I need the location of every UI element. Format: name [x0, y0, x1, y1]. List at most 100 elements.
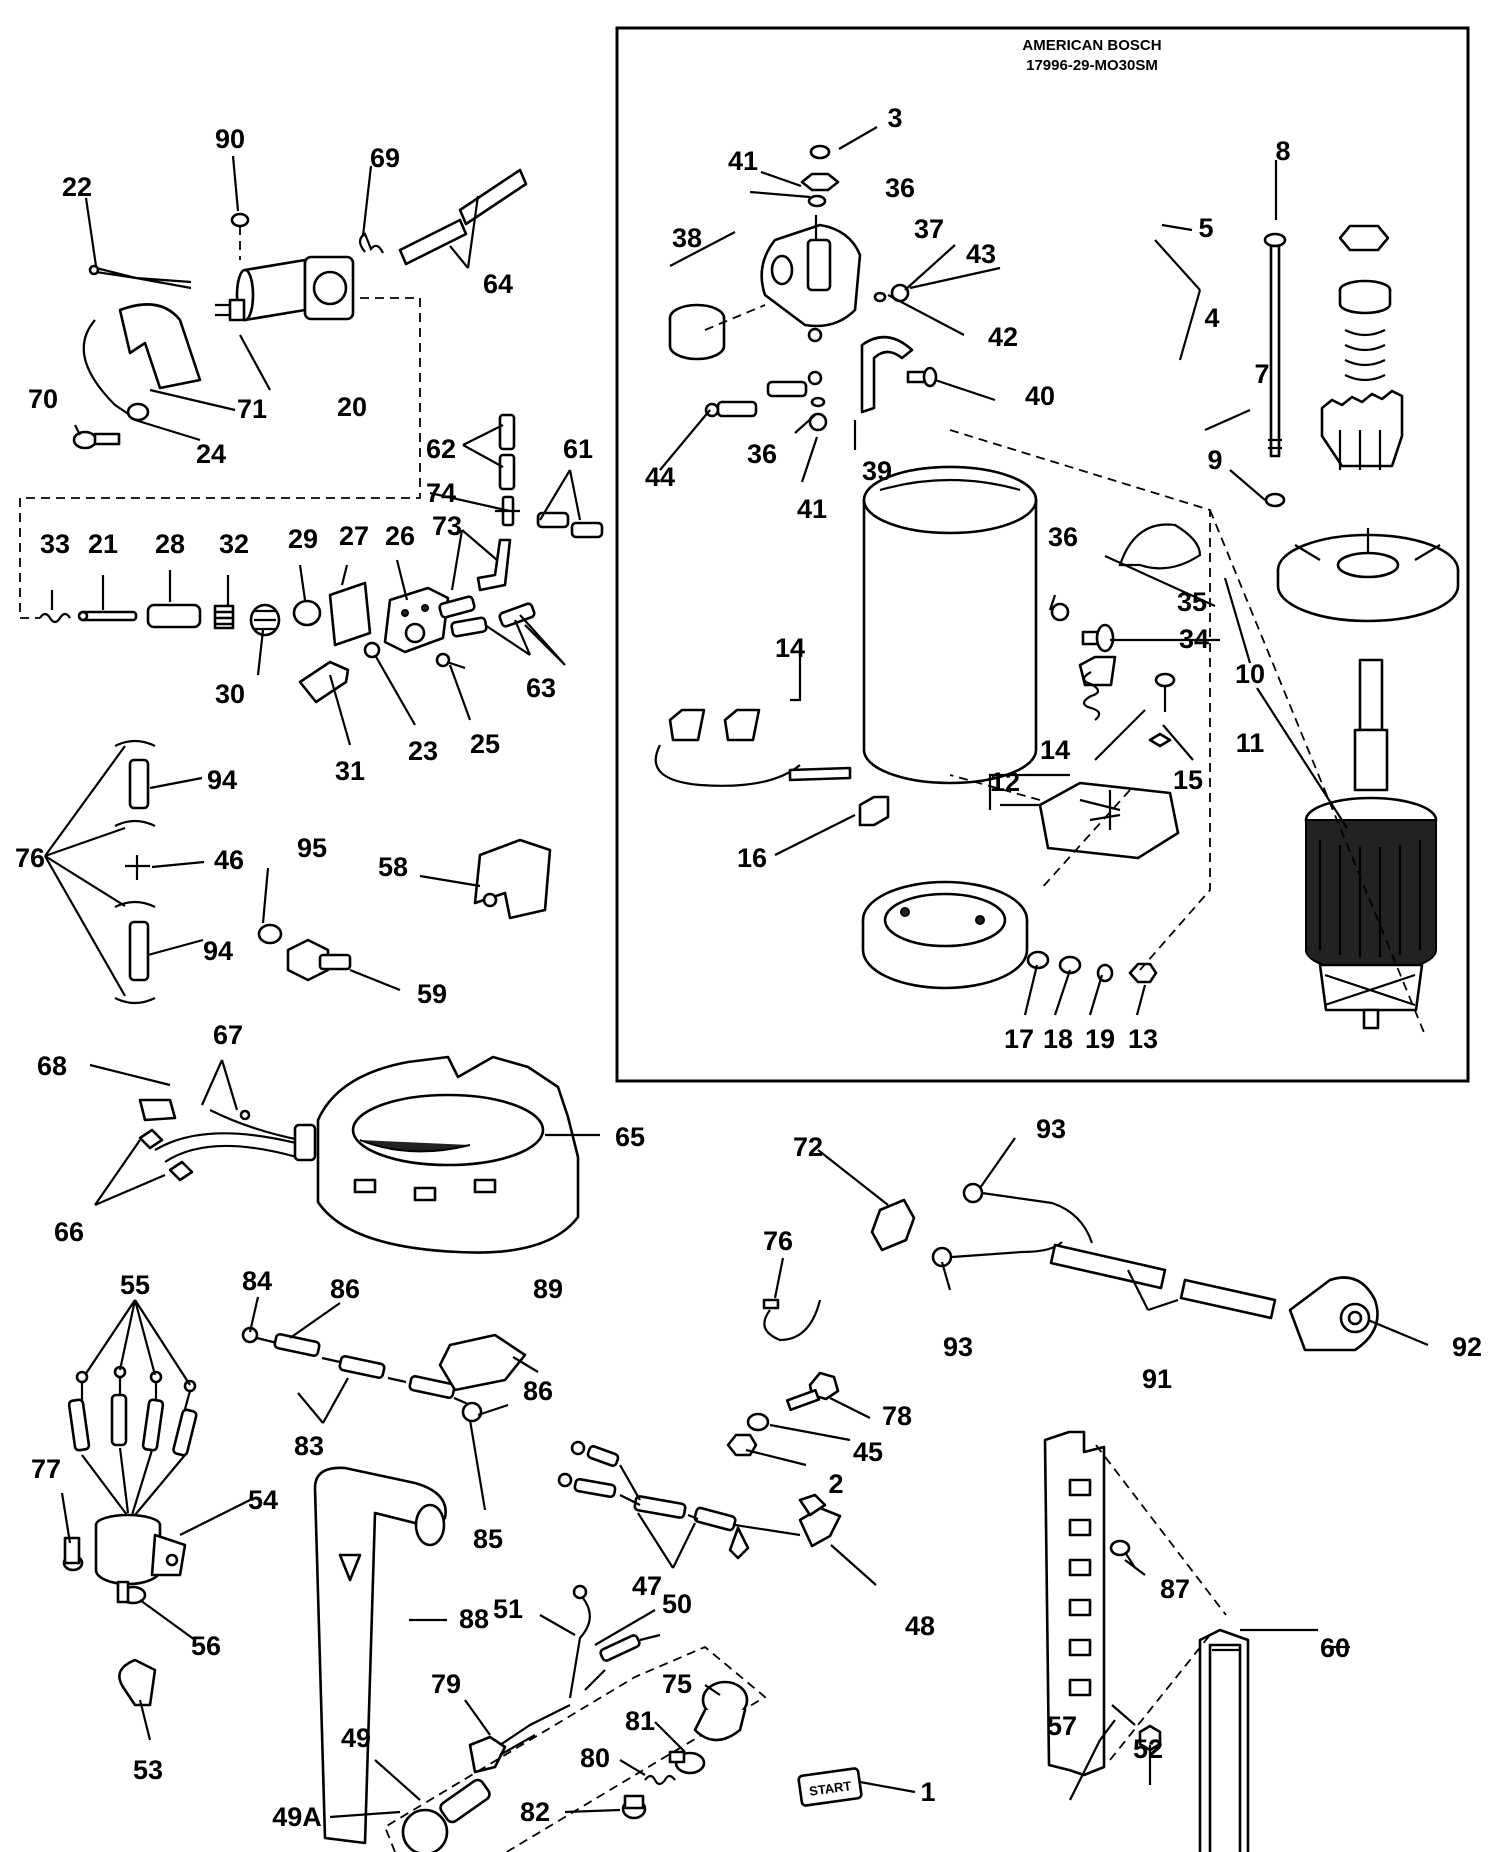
callout-62: 62: [426, 434, 456, 464]
callout-24: 24: [196, 439, 226, 469]
callout-34: 34: [1179, 624, 1209, 654]
part-16-clip: [858, 795, 890, 827]
callout-66: 66: [54, 1217, 84, 1247]
part-80-spring: [644, 1774, 676, 1786]
part-26-valve-body: [383, 586, 450, 654]
callout-63: 63: [526, 673, 556, 703]
part-39-bracket: [860, 335, 914, 414]
callout-26: 26: [385, 521, 415, 551]
callout-46: 46: [214, 845, 244, 875]
part-13-nut: [1128, 962, 1158, 984]
part-94-sleeve-bottom: [128, 920, 150, 982]
callout-89: 89: [533, 1274, 563, 1304]
part-63-hose-left: [450, 616, 488, 638]
part-76-strap-1: [114, 739, 156, 747]
part-90-screw: [230, 212, 250, 228]
starter-model-number: 17996-29-MO30SM: [1026, 57, 1158, 74]
callout-14-left: 14: [775, 633, 805, 663]
part-63-hose-right: [498, 602, 536, 628]
part-85-ring-terminal: [461, 1401, 483, 1423]
part-67-terminal: [239, 1109, 251, 1121]
callout-20: 20: [337, 392, 367, 422]
part-15-brush-screw: [1148, 672, 1176, 748]
callout-94-top: 94: [207, 765, 237, 795]
callout-11: 11: [1236, 728, 1265, 758]
callout-14-right: 14: [1040, 735, 1070, 765]
part-36-washer-top: [807, 194, 827, 208]
part-82-screw: [621, 1794, 647, 1820]
part-59-fitting: [286, 938, 352, 982]
part-76-strap-4: [114, 997, 156, 1005]
callout-10: 10: [1235, 659, 1265, 689]
callout-84: 84: [242, 1266, 272, 1296]
part-76-strap-3: [114, 900, 156, 908]
callout-77: 77: [31, 1454, 61, 1484]
callout-56: 56: [191, 1631, 221, 1661]
part-62-fitting-bottom: [498, 453, 516, 491]
part-40-screw: [906, 366, 938, 388]
part-32-filter: [213, 604, 235, 630]
callout-49: 49: [341, 1723, 371, 1753]
part-88-control-handle: [313, 1466, 447, 1845]
stator-wire-harness: [138, 1098, 317, 1182]
callout-67: 67: [213, 1020, 243, 1050]
part-14-brush-assembly-left: [654, 708, 852, 787]
part-61-sleeve-right: [570, 521, 604, 539]
part-83-lead-harness: [241, 1326, 483, 1423]
callout-78: 78: [882, 1401, 912, 1431]
callout-59: 59: [417, 979, 447, 1009]
part-29-disc: [292, 599, 322, 627]
callout-40: 40: [1025, 381, 1055, 411]
callout-85: 85: [473, 1524, 503, 1554]
callout-27: 27: [339, 521, 369, 551]
callout-90: 90: [215, 124, 245, 154]
callout-7: 7: [1254, 359, 1269, 389]
callout-25: 25: [470, 729, 500, 759]
callout-labels: 3 41 36 37 38 43 42 40 36 39 44 41 8 5 4…: [15, 103, 1482, 1832]
part-8-thru-bolt: [1263, 232, 1287, 458]
callout-31: 31: [335, 756, 365, 786]
callout-92: 92: [1452, 1332, 1482, 1362]
callout-82: 82: [520, 1797, 550, 1827]
part-76-strap-2: [114, 819, 156, 827]
part-56-screw: [116, 1580, 147, 1605]
part-36-washer-side: [1050, 602, 1070, 622]
starter-brand-title: AMERICAN BOSCH: [1022, 37, 1161, 54]
part-14-brush-assembly-right: [1078, 655, 1117, 721]
part-57-terminal-block: [1043, 1430, 1106, 1777]
callout-30: 30: [215, 679, 245, 709]
callout-17: 17: [1004, 1024, 1034, 1054]
starter-frame-housing: [862, 465, 1038, 785]
part-55-leads: [67, 1365, 198, 1516]
callout-8: 8: [1275, 136, 1290, 166]
callout-36-mid: 36: [747, 439, 777, 469]
callout-41-lower: 41: [797, 494, 827, 524]
part-72-nut: [870, 1198, 916, 1252]
callout-58: 58: [378, 852, 408, 882]
part-1-start-button: START: [797, 1767, 863, 1807]
callout-3: 3: [887, 103, 902, 133]
callout-4: 4: [1204, 303, 1219, 333]
callout-57: 57: [1047, 1711, 1077, 1741]
part-25-screw: [435, 652, 466, 670]
callout-45: 45: [853, 1437, 883, 1467]
callout-53: 53: [133, 1755, 163, 1785]
part-34-terminal-screw: [1081, 623, 1115, 653]
callout-18: 18: [1043, 1024, 1073, 1054]
callout-88: 88: [459, 1604, 489, 1634]
callout-9: 9: [1207, 445, 1222, 475]
callout-95: 95: [297, 833, 327, 863]
callout-15: 15: [1173, 765, 1203, 795]
part-54-solenoid: [94, 1513, 187, 1586]
callout-36-side: 36: [1048, 522, 1078, 552]
part-22-lead: [95, 266, 192, 290]
callout-80: 80: [580, 1743, 610, 1773]
fuel-pump-parts: [19, 168, 604, 704]
part-62-fitting-top: [498, 413, 516, 451]
part-66-terminal-bottom: [168, 1160, 194, 1182]
callout-75: 75: [662, 1669, 692, 1699]
callout-50: 50: [662, 1589, 692, 1619]
callout-73: 73: [432, 511, 462, 541]
callout-23: 23: [408, 736, 438, 766]
part-41-nut-top: [800, 172, 840, 192]
